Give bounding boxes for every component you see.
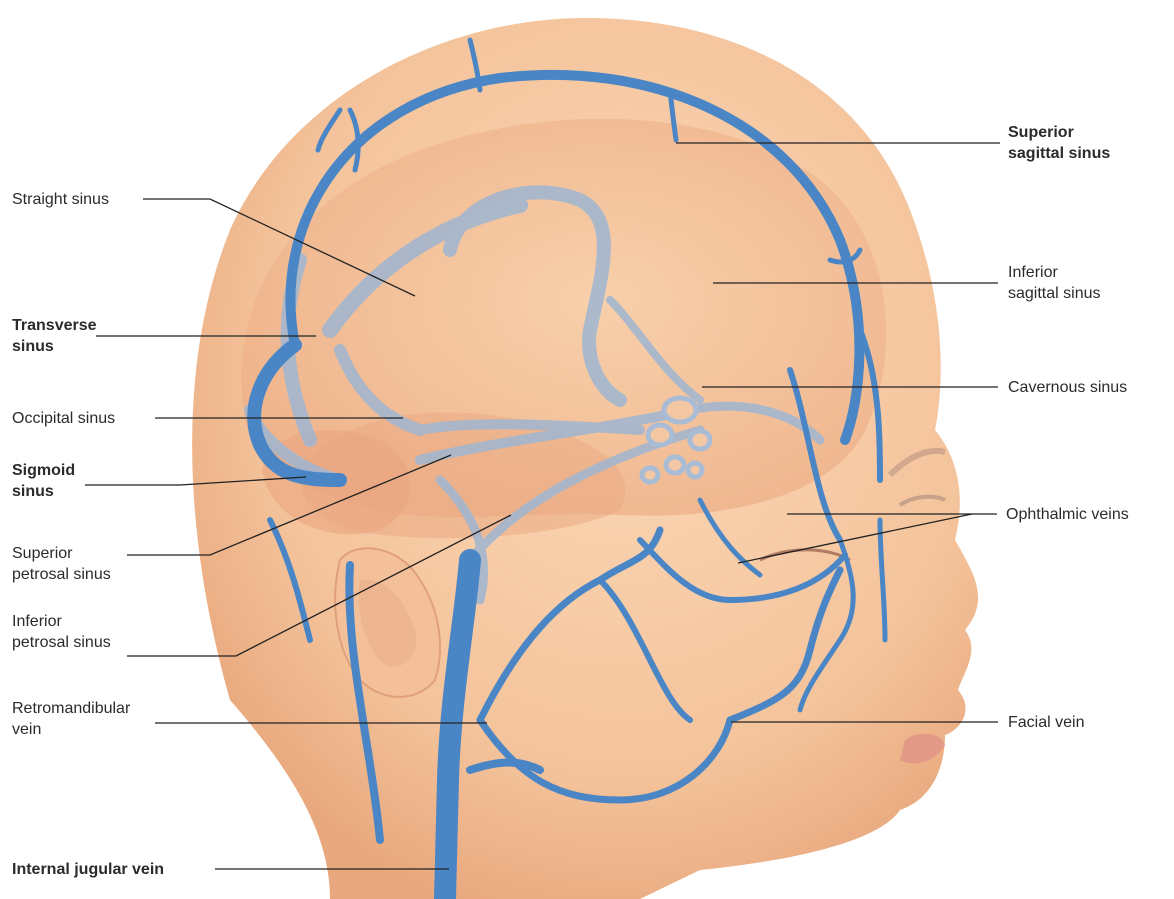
label-transverse-sinus: Transverse sinus (12, 315, 97, 357)
label-facial-vein: Facial vein (1008, 712, 1084, 733)
label-cavernous-sinus: Cavernous sinus (1008, 377, 1127, 398)
label-ophthalmic-veins: Ophthalmic veins (1006, 504, 1129, 525)
label-straight-sinus: Straight sinus (12, 189, 109, 210)
label-retromandibular-vein: Retromandibular vein (12, 698, 130, 740)
label-superior-sagittal-sinus: Superior sagittal sinus (1008, 122, 1110, 164)
label-inferior-petrosal-sinus: Inferior petrosal sinus (12, 611, 111, 653)
label-occipital-sinus: Occipital sinus (12, 408, 115, 429)
label-superior-petrosal-sinus: Superior petrosal sinus (12, 543, 111, 585)
label-internal-jugular-vein: Internal jugular vein (12, 859, 164, 880)
label-inferior-sagittal-sinus: Inferior sagittal sinus (1008, 262, 1101, 304)
label-sigmoid-sinus: Sigmoid sinus (12, 460, 75, 502)
